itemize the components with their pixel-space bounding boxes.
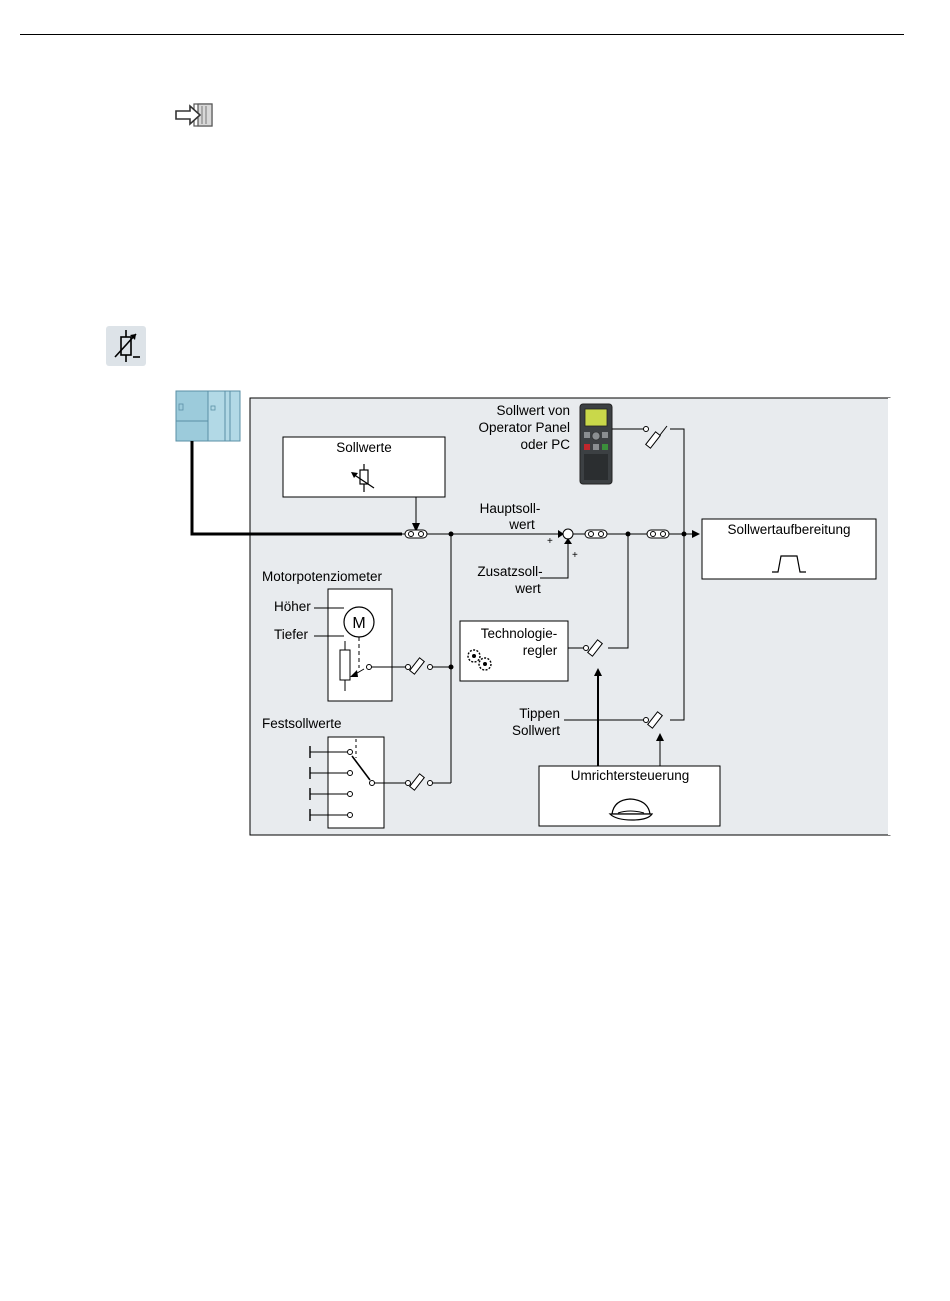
operator-panel-label-1: Sollwert von xyxy=(496,403,570,418)
sollwertaufbereitung-label: Sollwertaufbereitung xyxy=(727,522,850,537)
motorpotenziometer-box xyxy=(328,589,392,701)
umrichtersteuerung-label: Umrichtersteuerung xyxy=(571,768,690,783)
potentiometer-icon xyxy=(106,326,146,366)
technologieregler-label-1: Technologie- xyxy=(481,626,558,641)
tiefer-label: Tiefer xyxy=(274,627,309,642)
book-reference-icon xyxy=(174,102,214,128)
motorpotenziometer-label: Motorpotenziometer xyxy=(262,569,383,584)
plus-main-label: + xyxy=(547,536,553,547)
header-rule xyxy=(20,34,904,35)
potentiometer-resistor xyxy=(340,650,350,680)
technologieregler-label-2: regler xyxy=(523,643,558,658)
hauptsollwert-label-2: wert xyxy=(508,517,535,532)
zusatzsollwert-label-2: wert xyxy=(514,581,541,596)
hoeher-label: Höher xyxy=(274,599,311,614)
hauptsollwert-label-1: Hauptsoll- xyxy=(480,501,541,516)
zusatzsollwert-label-1: Zusatzsoll- xyxy=(477,564,542,579)
motor-symbol-label: M xyxy=(352,615,365,632)
tippen-label-1: Tippen xyxy=(519,706,560,721)
plc-controller-icon xyxy=(176,391,240,441)
tippen-label-2: Sollwert xyxy=(512,723,560,738)
operator-panel-label-3: oder PC xyxy=(520,437,570,452)
festsollwerte-label: Festsollwerte xyxy=(262,716,342,731)
operator-panel-icon xyxy=(580,404,612,484)
plus-add-label: + xyxy=(572,550,578,561)
summing-point xyxy=(563,529,573,539)
sollwerte-label: Sollwerte xyxy=(336,440,392,455)
setpoint-channel-diagram: Sollwerte Hauptsoll- wert + + Zusatzsoll… xyxy=(170,386,892,842)
operator-panel-label-2: Operator Panel xyxy=(478,420,570,435)
